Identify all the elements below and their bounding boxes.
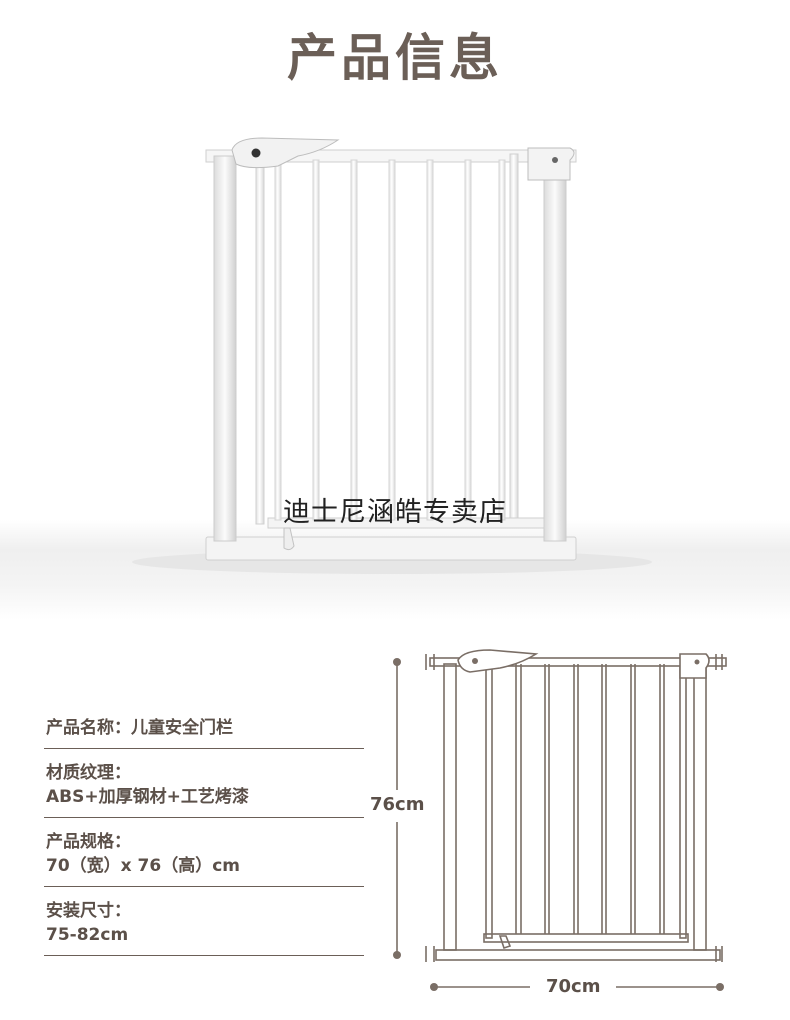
gate-left-post [213,155,237,542]
spec-item-name: 产品名称：儿童安全门栏 [44,716,364,749]
product-photo [0,120,790,620]
page-title: 产品信息 [287,29,503,87]
height-dot-top [393,658,401,666]
spec-item-material: 材质纹理： ABS+加厚钢材+工艺烤漆 [44,761,364,818]
spec-label: 安装尺寸： [46,901,131,921]
lock-button-icon [251,148,261,158]
spec-value: ABS+加厚钢材+工艺烤漆 [46,787,249,807]
width-dot-left [430,983,438,991]
height-dot-bottom [393,951,401,959]
spec-item-install: 安装尺寸： 75-82cm [44,899,364,956]
spec-item-size: 产品规格： 70（宽）x 76（高）cm [44,830,364,887]
lock-handle-icon [231,137,340,169]
latch-icon [679,653,710,679]
spec-label: 产品规格： [46,832,131,852]
height-dimension-label: 76cm [370,794,425,815]
door-bottom-rail [267,517,545,529]
foot-pedal-icon [283,527,295,551]
latch-icon [527,147,575,181]
store-watermark: 迪士尼涵皓专卖店 [283,497,507,528]
width-dot-right [716,983,724,991]
spec-value: 儿童安全门栏 [131,718,233,738]
spec-value: 75-82cm [46,925,129,945]
spec-value: 70（宽）x 76（高）cm [46,856,240,876]
gate-photo-illustration [132,137,652,574]
spec-label: 产品名称： [46,718,131,738]
spec-label: 材质纹理： [46,763,131,783]
spec-list: 产品名称：儿童安全门栏 材质纹理： ABS+加厚钢材+工艺烤漆 产品规格： 70… [44,716,364,968]
gate-bottom-bar [205,536,577,561]
width-dimension-label: 70cm [546,976,601,997]
lock-handle-icon [457,649,539,673]
